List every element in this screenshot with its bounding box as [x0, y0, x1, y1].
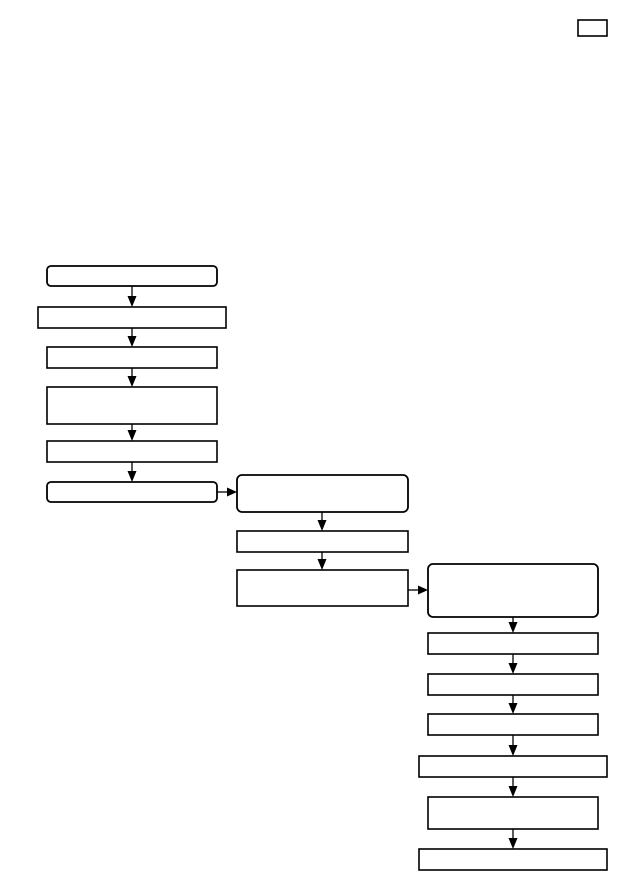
col3-step-4-node: [418, 755, 608, 778]
col1-arrow-3: [127, 368, 137, 387]
col3-arrow-1: [508, 617, 518, 633]
col3-step-5-node: [427, 796, 599, 830]
col3-arrow-6: [508, 829, 518, 849]
col1-arrow-1: [127, 286, 137, 307]
col3-arrow-5: [508, 777, 518, 797]
col3-step-3-node: [427, 713, 599, 736]
col2-arrow-1: [317, 512, 327, 531]
col3-end-node: [418, 848, 608, 871]
corner-box: [577, 19, 608, 37]
col1-arrow-2: [127, 328, 137, 347]
col3-arrow-4: [508, 735, 518, 756]
col2-arrow-2: [317, 552, 327, 570]
col1-step-4-node: [46, 440, 218, 463]
col1-step-2-node: [46, 346, 218, 369]
col1-arrow-5: [127, 462, 137, 482]
col3-start-node: [427, 563, 599, 618]
col1-step-1-node: [37, 306, 227, 329]
col3-step-1-node: [427, 632, 599, 655]
col2-step-1-node: [236, 530, 409, 553]
col1-to-col2-arrow: [217, 487, 237, 497]
col1-arrow-4: [127, 424, 137, 441]
col2-to-col3-arrow: [408, 585, 428, 595]
col3-step-2-node: [427, 673, 599, 696]
col3-arrow-2: [508, 654, 518, 674]
col1-step-3-node: [46, 386, 218, 425]
col2-branch-node: [236, 569, 409, 607]
col3-arrow-3: [508, 695, 518, 714]
col2-start-node: [236, 474, 409, 513]
col1-start-node: [46, 265, 218, 287]
col1-branch-node: [46, 481, 218, 503]
